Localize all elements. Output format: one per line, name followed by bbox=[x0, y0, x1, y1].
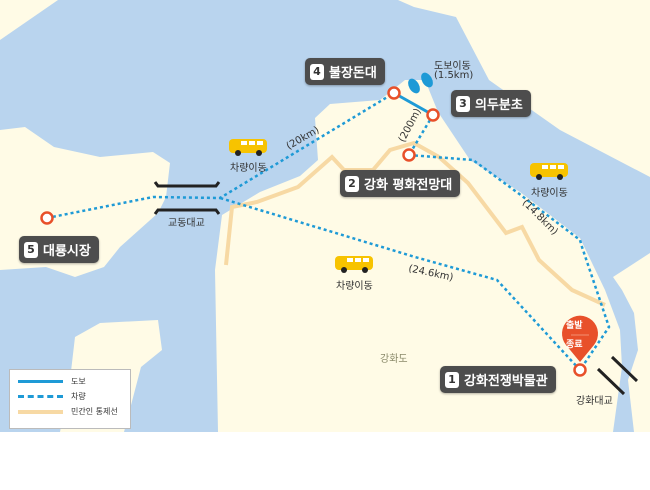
stop-2-label[interactable]: 2 강화 평화전망대 bbox=[340, 170, 461, 197]
stop-name: 강화전쟁박물관 bbox=[464, 374, 548, 389]
start-end-pin-icon bbox=[562, 315, 598, 362]
stop-number: 3 bbox=[456, 95, 470, 112]
ganghwa-bridge-label: 강화대교 bbox=[576, 396, 613, 407]
bus-icon bbox=[530, 163, 568, 180]
legend-label: 도보 bbox=[71, 377, 86, 386]
island-label: 강화도 bbox=[380, 354, 408, 365]
bus-icon bbox=[335, 256, 373, 273]
stop-number: 5 bbox=[24, 241, 38, 258]
legend: 도보 차량 민간인 통제선 bbox=[9, 369, 131, 429]
pin-label-end: 종료 bbox=[566, 340, 583, 350]
legend-vehicle: 차량 bbox=[18, 391, 86, 402]
stop-name: 의두분초 bbox=[475, 98, 523, 113]
legend-label: 차량 bbox=[71, 392, 86, 401]
gyodong-bridge-label: 교동대교 bbox=[168, 218, 205, 229]
stop-5-label[interactable]: 5 대룡시장 bbox=[19, 236, 99, 263]
legend-ccl: 민간인 통제선 bbox=[18, 406, 118, 417]
vehicle-label: 차량이동 bbox=[230, 163, 267, 174]
legend-walk: 도보 bbox=[18, 376, 86, 387]
walk-route bbox=[393, 91, 434, 117]
vehicle-label: 차량이동 bbox=[336, 281, 373, 292]
vehicle-label: 차량이동 bbox=[531, 188, 568, 199]
stop-name: 대룡시장 bbox=[43, 244, 91, 259]
stop-number: 1 bbox=[445, 371, 459, 388]
stop-name: 강화 평화전망대 bbox=[364, 178, 453, 193]
legend-label: 민간인 통제선 bbox=[71, 407, 118, 416]
pin-label-start: 출발 bbox=[566, 321, 583, 331]
stop-3-label[interactable]: 3 의두분초 bbox=[451, 90, 531, 117]
walk-label: 도보이동 bbox=[434, 61, 471, 72]
footprints-icon bbox=[408, 72, 433, 94]
map: 출발 종료 4 불장돈대 3 의두분초 2 강화 평화전망대 5 대룡시장 1 강화전쟁박… bbox=[0, 0, 650, 432]
bus-icon bbox=[229, 139, 267, 156]
stop-number: 4 bbox=[310, 63, 324, 80]
stop-number: 2 bbox=[345, 175, 359, 192]
stop-1-label[interactable]: 1 강화전쟁박물관 bbox=[440, 366, 556, 393]
walk-distance: (1.5km) bbox=[434, 70, 474, 81]
stop-name: 불장돈대 bbox=[329, 66, 377, 81]
gyodong-bridge bbox=[153, 181, 221, 215]
stop-markers bbox=[40, 86, 587, 377]
stop-4-label[interactable]: 4 불장돈대 bbox=[305, 58, 385, 85]
civilian-control-line bbox=[224, 140, 606, 307]
vehicle-routes bbox=[46, 91, 611, 371]
ganghwa-bridge bbox=[596, 355, 639, 396]
